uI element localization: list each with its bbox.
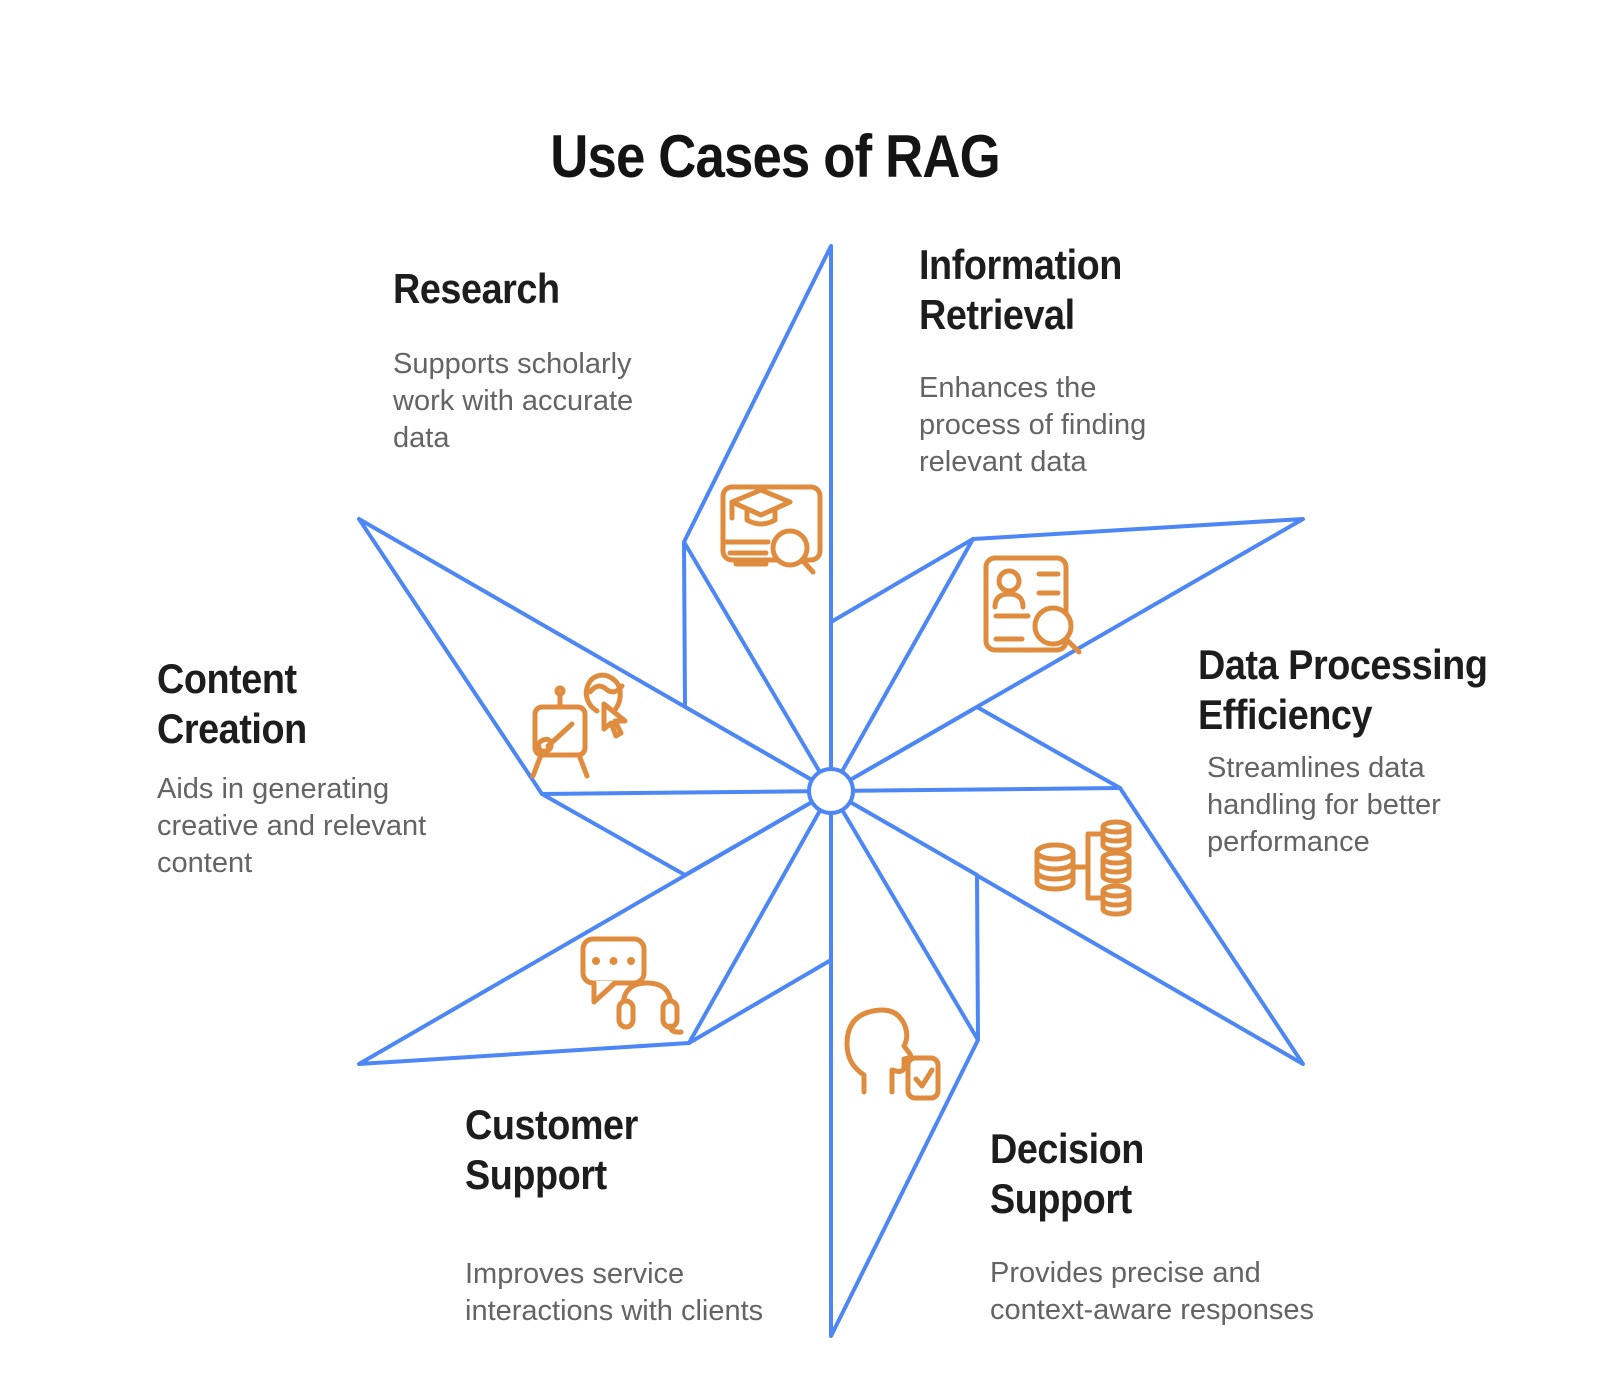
chat-headset-icon — [575, 925, 687, 1037]
pinwheel-crease — [829, 786, 1122, 793]
graduation-cap-search-icon — [710, 471, 830, 586]
pinwheel-crease — [829, 789, 980, 1042]
head-check-device-icon — [838, 1000, 943, 1105]
information-retrieval-label: Information Retrieval — [919, 241, 1122, 338]
customer-support-label: Customer Support — [465, 1101, 638, 1198]
content-creation-label: Content Creation — [157, 655, 307, 752]
easel-painter-icon — [520, 660, 638, 780]
decision-support-label: Decision Support — [990, 1125, 1144, 1222]
pinwheel-crease — [687, 789, 833, 1045]
decision-support-description: Provides precise and context-aware respo… — [990, 1257, 1314, 1326]
database-hierarchy-icon — [1025, 810, 1135, 922]
pinwheel-crease — [682, 540, 833, 793]
data-processing-efficiency-label: Data Processing Efficiency — [1198, 641, 1488, 738]
customer-support-description: Improves service interactions with clien… — [465, 1258, 764, 1327]
research-description: Supports scholarly work with accurate da… — [393, 348, 634, 454]
pinwheel-crease — [829, 537, 975, 793]
page-title: Use Cases of RAG — [550, 123, 1000, 190]
content-creation-description: Aids in generating creative and relevant… — [157, 773, 427, 879]
research-label: Research — [393, 265, 560, 312]
profile-card-search-icon — [980, 552, 1088, 660]
information-retrieval-description: Enhances the process of finding relevant… — [919, 372, 1147, 478]
pinwheel-crease — [540, 789, 833, 796]
pinwheel-hub — [807, 767, 855, 815]
data-processing-efficiency-description: Streamlines data handling for better per… — [1207, 752, 1441, 858]
